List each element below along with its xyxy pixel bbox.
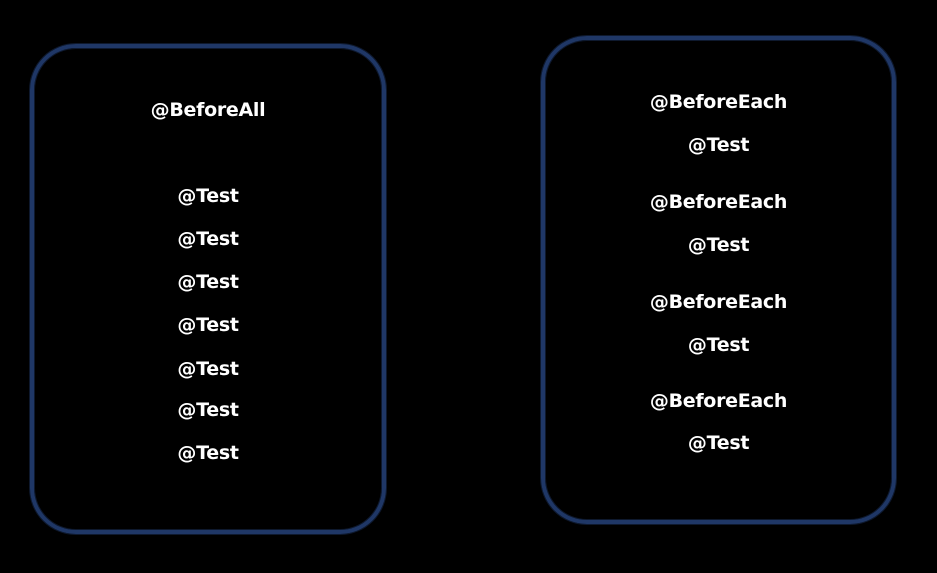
test-label: @Test: [177, 185, 239, 207]
before-all-label: @BeforeAll: [150, 99, 266, 121]
test-label: @Test: [687, 134, 750, 156]
test-label: @Test: [177, 271, 239, 293]
before-each-label: @BeforeEach: [649, 91, 788, 113]
test-label: @Test: [177, 228, 239, 250]
before-all-panel: @BeforeAll @Test @Test @Test @Test @Test…: [30, 44, 386, 534]
test-label: @Test: [177, 399, 239, 421]
test-label: @Test: [687, 334, 750, 356]
before-each-label: @BeforeEach: [649, 291, 788, 313]
test-label: @Test: [687, 432, 750, 454]
before-each-panel: @BeforeEach @Test @BeforeEach @Test @Bef…: [541, 36, 896, 524]
test-label: @Test: [177, 358, 239, 380]
test-label: @Test: [687, 234, 750, 256]
before-each-label: @BeforeEach: [649, 191, 788, 213]
before-each-label: @BeforeEach: [649, 390, 788, 412]
test-label: @Test: [177, 314, 239, 336]
test-label: @Test: [177, 442, 239, 464]
